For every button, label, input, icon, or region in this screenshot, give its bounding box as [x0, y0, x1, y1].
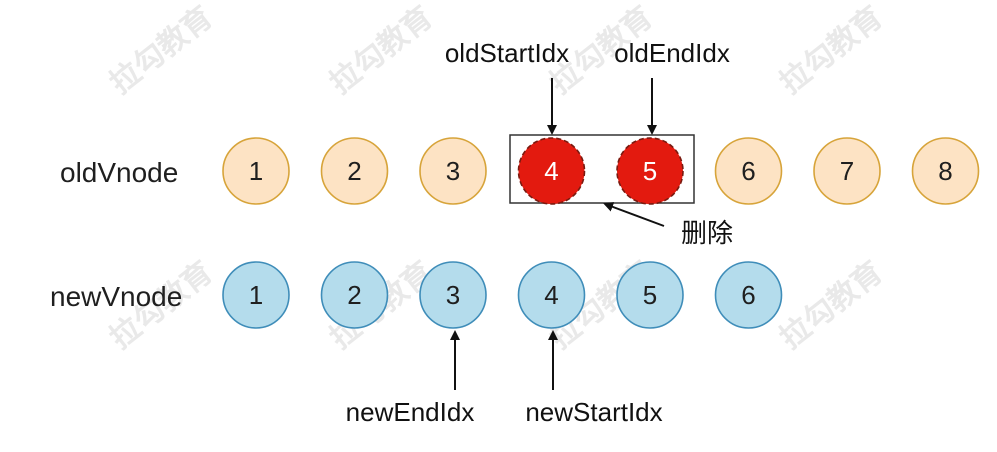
new-vnode-row: 1 2 3 4 5 6: [222, 261, 783, 329]
row-label-oldvnode: oldVnode: [60, 157, 178, 188]
node-number: 5: [643, 156, 657, 186]
node-number: 4: [544, 156, 558, 186]
new-vnode-3: 3: [419, 261, 487, 329]
row-label-newvnode: newVnode: [50, 281, 182, 312]
old-end-label: oldEndIdx: [614, 38, 730, 68]
new-vnode-2: 2: [320, 261, 389, 329]
node-circle: [714, 261, 783, 329]
old-vnode-row: 1 2 3 4 5 6 7 8: [222, 137, 980, 205]
node-circle: [320, 261, 389, 329]
new-end-label: newEndIdx: [346, 397, 475, 427]
node-number: 6: [741, 156, 755, 186]
node-number: 5: [643, 280, 657, 310]
watermark-text: 拉勾教育: [103, 0, 218, 101]
node-number: 1: [249, 156, 263, 186]
deleted-node-circle: [616, 137, 684, 205]
node-number: 2: [347, 280, 361, 310]
node-number: 3: [446, 156, 460, 186]
delete-label: 删除: [681, 218, 733, 248]
old-vnode-6: 6: [714, 137, 783, 205]
new-vnode-6: 6: [714, 261, 783, 329]
watermark-text: 拉勾教育: [773, 0, 888, 101]
old-vnode-3: 3: [419, 137, 487, 205]
node-number: 3: [446, 280, 460, 310]
watermark-text: 拉勾教育: [323, 0, 438, 101]
node-number: 8: [938, 156, 952, 186]
old-vnode-1: 1: [222, 137, 290, 205]
new-vnode-1: 1: [222, 261, 290, 329]
node-number: 2: [347, 156, 361, 186]
node-number: 7: [840, 156, 854, 186]
node-circle: [222, 261, 290, 329]
new-vnode-4: 4: [517, 261, 586, 329]
node-circle: [714, 137, 783, 205]
new-vnode-5: 5: [616, 261, 684, 329]
node-circle: [911, 137, 980, 205]
old-start-label: oldStartIdx: [445, 38, 569, 68]
node-circle: [517, 261, 586, 329]
old-vnode-2: 2: [320, 137, 389, 205]
node-circle: [222, 137, 290, 205]
node-number: 1: [249, 280, 263, 310]
old-vnode-4: 4: [517, 137, 586, 205]
node-circle: [419, 261, 487, 329]
node-circle: [813, 137, 881, 205]
old-vnode-5: 5: [616, 137, 684, 205]
node-circle: [419, 137, 487, 205]
deleted-node-circle: [517, 137, 586, 205]
node-number: 6: [741, 280, 755, 310]
old-vnode-8: 8: [911, 137, 980, 205]
node-circle: [320, 137, 389, 205]
watermark-text: 拉勾教育: [773, 255, 888, 356]
new-start-label: newStartIdx: [525, 397, 662, 427]
node-circle: [616, 261, 684, 329]
node-number: 4: [544, 280, 558, 310]
delete-arrow: [603, 202, 665, 227]
deleted-nodes-box: [509, 134, 695, 204]
old-vnode-7: 7: [813, 137, 881, 205]
